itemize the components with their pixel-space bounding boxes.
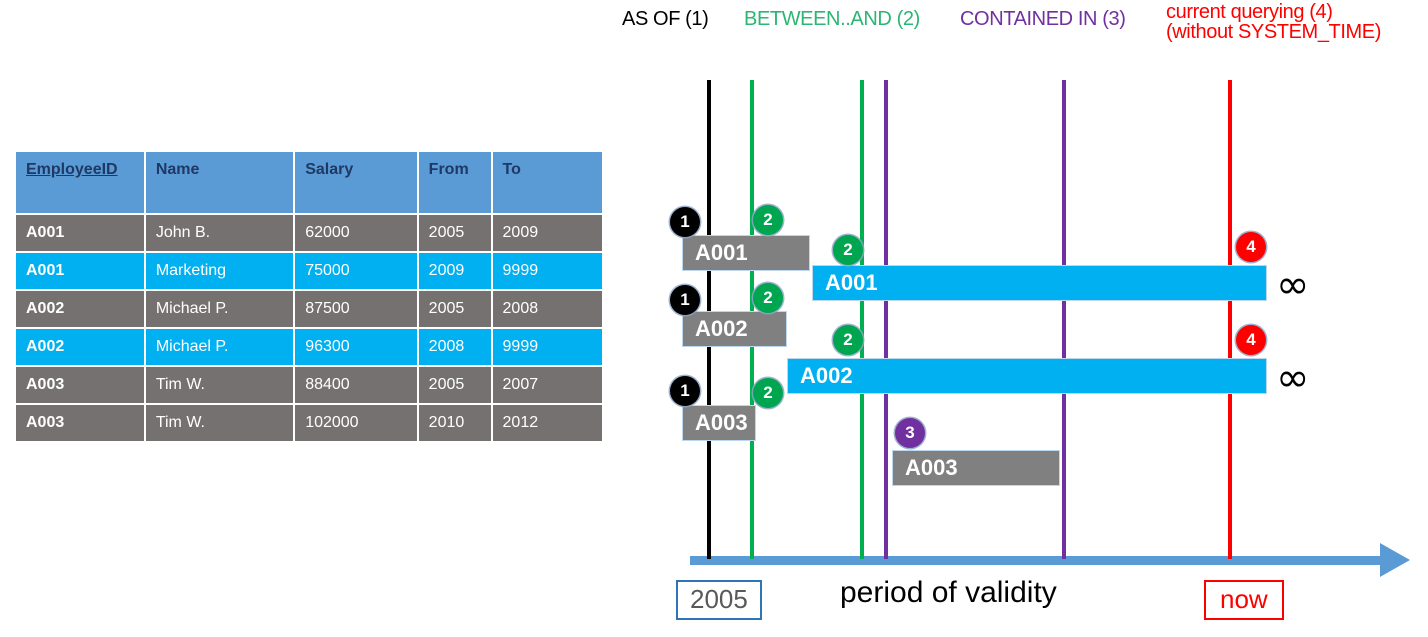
cell-employeeid: A002 <box>16 329 144 365</box>
marker-4-a001: 4 <box>1236 232 1266 262</box>
cell-to: 9999 <box>492 253 602 289</box>
cell-name: Tim W. <box>145 405 294 441</box>
employee-history-table: EmployeeID Name Salary From To A001 John… <box>14 150 604 443</box>
axis-label-start: 2005 <box>676 580 762 620</box>
cell-salary: 88400 <box>295 367 417 403</box>
cell-salary: 62000 <box>295 215 417 251</box>
query-line-contained-end <box>1062 80 1066 558</box>
marker-1-a001: 1 <box>670 207 700 237</box>
table-row: A001 Marketing 75000 2009 9999 <box>16 253 602 289</box>
column-header-from-label: From <box>428 161 469 178</box>
column-header-employeeid-label: EmployeeID <box>26 161 118 178</box>
marker-2-a002-start: 2 <box>753 283 783 313</box>
axis-label-center: period of validity <box>840 576 1057 609</box>
cell-from: 2005 <box>418 291 491 327</box>
cell-salary: 96300 <box>295 329 417 365</box>
cell-from: 2005 <box>418 367 491 403</box>
cell-salary: 87500 <box>295 291 417 327</box>
cell-employeeid: A001 <box>16 215 144 251</box>
cell-name: Michael P. <box>145 329 294 365</box>
legend-current-querying-line1: current querying (4) <box>1166 1 1333 23</box>
axis-tick-now <box>1228 533 1232 559</box>
table-row: A003 Tim W. 102000 2010 2012 <box>16 405 602 441</box>
marker-3-a003: 3 <box>895 418 925 448</box>
column-header-from: From <box>418 152 491 213</box>
column-header-name: Name <box>145 152 294 213</box>
table-row: A002 Michael P. 87500 2005 2008 <box>16 291 602 327</box>
marker-2-a003: 2 <box>753 378 783 408</box>
cell-name: Marketing <box>145 253 294 289</box>
infinity-icon-a001: ∞ <box>1276 262 1310 308</box>
column-header-salary: Salary <box>295 152 417 213</box>
column-header-to: To <box>492 152 602 213</box>
cell-salary: 102000 <box>295 405 417 441</box>
legend-as-of: AS OF (1) <box>622 8 709 30</box>
cell-from: 2009 <box>418 253 491 289</box>
table-row: A001 John B. 62000 2005 2009 <box>16 215 602 251</box>
cell-name: Michael P. <box>145 291 294 327</box>
cell-employeeid: A002 <box>16 291 144 327</box>
column-header-employeeid: EmployeeID <box>16 152 144 213</box>
axis-tick-between-start <box>750 533 754 559</box>
legend-contained-in: CONTAINED IN (3) <box>960 8 1126 30</box>
cell-from: 2008 <box>418 329 491 365</box>
table-row: A002 Michael P. 96300 2008 9999 <box>16 329 602 365</box>
cell-to: 2008 <box>492 291 602 327</box>
column-header-to-label: To <box>502 161 521 178</box>
cell-from: 2010 <box>418 405 491 441</box>
table-row: A003 Tim W. 88400 2005 2007 <box>16 367 602 403</box>
axis-tick-as-of <box>707 533 711 559</box>
timeline-bar-a002-current: A002 <box>787 358 1267 394</box>
cell-to: 9999 <box>492 329 602 365</box>
query-line-between-end <box>860 80 864 558</box>
legend-between-and: BETWEEN..AND (2) <box>744 8 920 30</box>
cell-salary: 75000 <box>295 253 417 289</box>
axis-label-now: now <box>1204 580 1284 620</box>
marker-2-a001-start: 2 <box>753 205 783 235</box>
timeline-axis <box>690 556 1390 565</box>
table-header-row: EmployeeID Name Salary From To <box>16 152 602 213</box>
marker-2-a001-end: 2 <box>833 235 863 265</box>
timeline-bar-a001-current: A001 <box>812 265 1267 301</box>
cell-to: 2007 <box>492 367 602 403</box>
cell-from: 2005 <box>418 215 491 251</box>
infinity-icon-a002: ∞ <box>1276 355 1310 401</box>
marker-1-a002: 1 <box>670 285 700 315</box>
timeline-bar-a003-second: A003 <box>892 450 1060 486</box>
timeline-bar-a003-historic: A003 <box>682 405 756 441</box>
cell-employeeid: A003 <box>16 367 144 403</box>
timeline-axis-arrow-icon <box>1380 543 1410 577</box>
cell-to: 2009 <box>492 215 602 251</box>
query-line-contained-start <box>884 80 888 558</box>
marker-2-a002-end: 2 <box>833 325 863 355</box>
column-header-salary-label: Salary <box>305 161 354 178</box>
cell-to: 2012 <box>492 405 602 441</box>
marker-4-a002: 4 <box>1236 325 1266 355</box>
axis-tick-contained-end <box>1062 533 1066 559</box>
marker-1-a003: 1 <box>670 376 700 406</box>
axis-tick-contained-start <box>884 533 888 559</box>
cell-name: Tim W. <box>145 367 294 403</box>
cell-name: John B. <box>145 215 294 251</box>
query-line-now <box>1228 80 1232 558</box>
legend-current-querying: current querying (4) (without SYSTEM_TIM… <box>1166 2 1381 43</box>
legend-current-querying-line2: (without SYSTEM_TIME) <box>1166 21 1381 44</box>
timeline-bar-a002-historic: A002 <box>682 311 787 347</box>
timeline-bar-a001-historic: A001 <box>682 235 810 271</box>
cell-employeeid: A003 <box>16 405 144 441</box>
axis-tick-between-end <box>860 533 864 559</box>
cell-employeeid: A001 <box>16 253 144 289</box>
column-header-name-label: Name <box>155 161 200 178</box>
